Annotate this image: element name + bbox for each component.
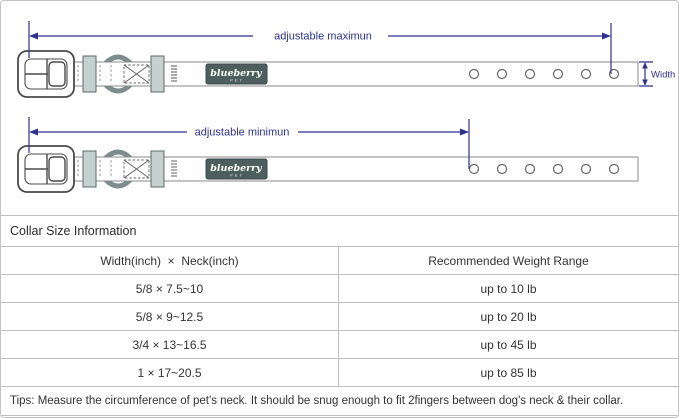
size-table: Collar Size Information Width(inch) × Ne… [1, 215, 678, 416]
width-label: Width [651, 70, 675, 81]
woven-tag-icon [171, 65, 177, 82]
dimension-max: adjustable maximun [28, 21, 612, 74]
table-header-row: Width(inch) × Neck(inch) Recommended Wei… [1, 246, 678, 274]
tips-text: Tips: Measure the circumference of pet's… [10, 395, 624, 407]
buckle-slider [48, 61, 66, 87]
column-header-weight: Recommended Weight Range [428, 253, 589, 268]
table-row: 5/8 × 7.5~10 up to 10 lb [1, 274, 678, 302]
collar-min-illustration: blueberry PET [17, 145, 639, 193]
adjustable-maximum-label: adjustable maximun [274, 31, 372, 43]
weight-cell: up to 45 lb [480, 337, 537, 352]
weight-cell: up to 20 lb [480, 309, 537, 324]
keeper-loop [82, 55, 97, 93]
collar-diagram: blueberry PET adjustable maximun [17, 21, 675, 193]
woven-tag-icon [171, 160, 177, 177]
table-row: 1 × 17~20.5 up to 85 lb [1, 358, 678, 386]
size-cell: 1 × 17~20.5 [1, 359, 339, 386]
brand-label [205, 158, 268, 180]
adjustment-holes [468, 163, 620, 175]
brand-name: blueberry [210, 163, 263, 174]
weight-cell: up to 10 lb [480, 281, 537, 296]
keeper-loop [150, 55, 165, 93]
table-row: 5/8 × 9~12.5 up to 20 lb [1, 302, 678, 330]
column-header-size: Width(inch) × Neck(inch) [1, 247, 339, 274]
keeper-loop [82, 150, 97, 188]
keeper-loop [150, 150, 165, 188]
size-cell: 5/8 × 9~12.5 [1, 303, 339, 330]
brand-label [205, 63, 268, 85]
table-row: 3/4 × 13~16.5 up to 45 lb [1, 330, 678, 358]
table-title: Collar Size Information [10, 224, 137, 238]
brand-name: blueberry [210, 68, 263, 79]
weight-cell: up to 85 lb [480, 365, 537, 380]
tips-row: Tips: Measure the circumference of pet's… [1, 386, 678, 416]
table-title-row: Collar Size Information [1, 215, 678, 246]
adjustable-minimum-label: adjustable minimun [195, 127, 290, 139]
size-cell: 5/8 × 7.5~10 [1, 275, 339, 302]
brand-sub: PET [230, 78, 244, 83]
collar-max-illustration: blueberry PET [17, 50, 639, 98]
size-cell: 3/4 × 13~16.5 [1, 331, 339, 358]
dimension-min: adjustable minimun [28, 117, 470, 169]
brand-sub: PET [230, 173, 244, 178]
buckle-slider [48, 156, 66, 182]
adjustment-holes [468, 68, 620, 80]
dimension-width: Width [639, 61, 675, 87]
